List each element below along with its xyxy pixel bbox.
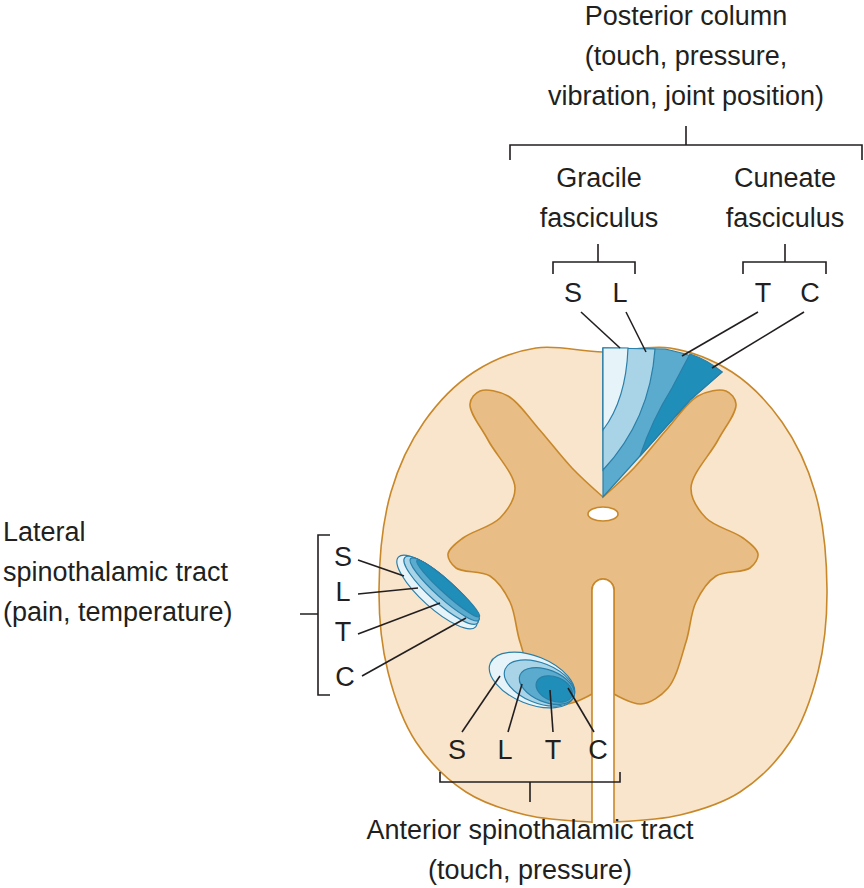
segment-letter: S (448, 735, 466, 766)
bracket (510, 126, 862, 160)
function-note: vibration, joint position) (548, 81, 824, 112)
column-title: Posterior column (585, 1, 788, 32)
segment-letter: S (334, 542, 352, 573)
leader-line (712, 312, 804, 368)
tract-band (397, 549, 486, 632)
tract-name: Lateral (3, 517, 86, 548)
segment-letter: C (588, 735, 608, 766)
fasciculus-name: Cuneate fasciculus (700, 158, 864, 238)
leader-line (358, 560, 404, 576)
lumbar-band (603, 348, 655, 470)
segment-letter: C (800, 278, 820, 309)
bracket (553, 244, 635, 274)
segment-letter: L (497, 735, 512, 766)
leader-line (568, 688, 594, 732)
thoracic-band (603, 348, 722, 497)
anterior-fissure-edge (592, 579, 614, 823)
tract-band (498, 651, 582, 716)
bracket (743, 244, 826, 274)
fasciculus-name: Gracile fasciculus (514, 158, 684, 238)
leader-line (682, 312, 758, 356)
leader-line (462, 676, 500, 732)
segment-letter: T (335, 617, 352, 648)
leader-line (581, 312, 620, 348)
leader-line (362, 618, 466, 676)
function-note: (touch, pressure, (585, 41, 788, 72)
segment-letter: L (612, 278, 627, 309)
central-canal (588, 507, 618, 521)
sacral-band (603, 348, 628, 430)
bracket (300, 535, 330, 695)
leader-line (508, 684, 522, 732)
tract-band (532, 671, 576, 707)
segment-letter: S (564, 278, 582, 309)
segment-letter: T (755, 278, 772, 309)
segment-letter: T (545, 735, 562, 766)
leader-line (358, 603, 440, 634)
lateral-spinothalamic-tract (388, 545, 487, 638)
tract-band (413, 556, 483, 621)
tract-band (388, 545, 487, 638)
leader-line (358, 588, 418, 594)
anterior-fissure (592, 579, 614, 835)
segment-letter: C (335, 662, 355, 693)
leader-line (550, 690, 553, 732)
function-note: (touch, pressure) (428, 855, 632, 886)
tract-band (404, 552, 484, 627)
tract-band (514, 660, 580, 711)
segment-letter: L (335, 577, 350, 608)
bracket (440, 772, 620, 802)
leader-line (626, 312, 646, 352)
tract-name: spinothalamic tract (3, 557, 228, 588)
function-note: (pain, temperature) (3, 597, 233, 628)
tract-name: Anterior spinothalamic tract (366, 815, 693, 846)
